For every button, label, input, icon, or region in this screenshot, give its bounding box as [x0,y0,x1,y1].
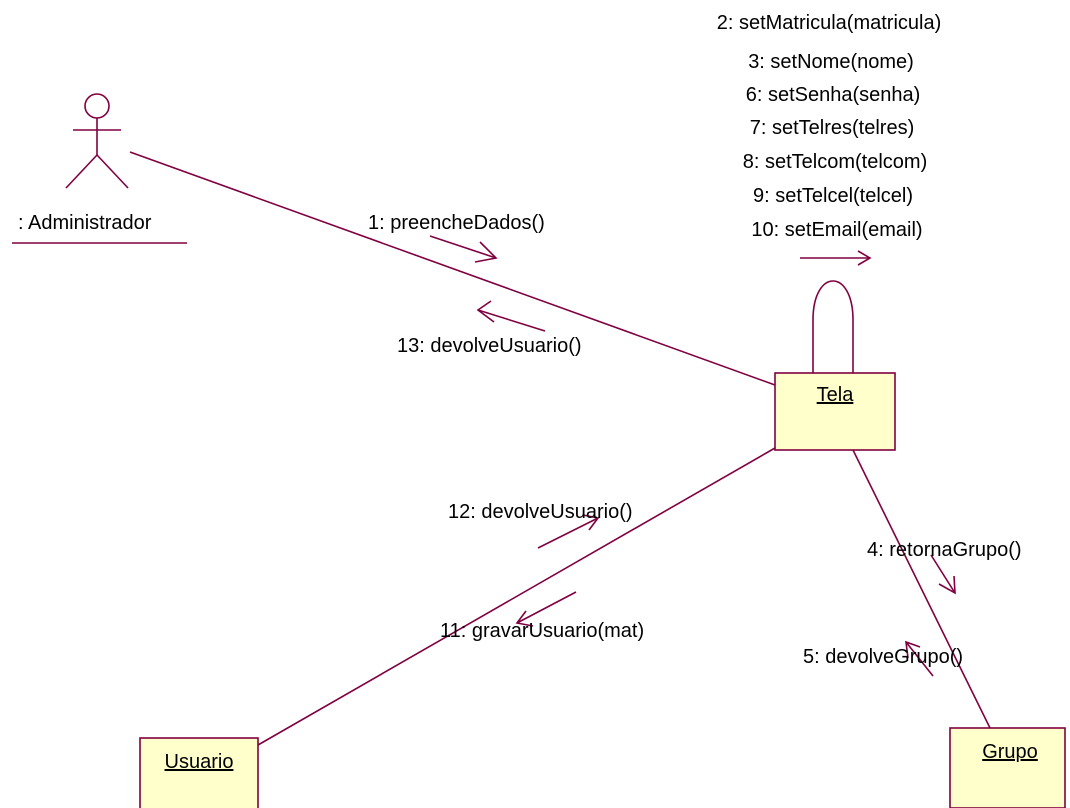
object-tela-box [774,372,896,451]
object-usuario[interactable]: Usuario [139,737,259,808]
object-grupo[interactable]: Grupo [949,727,1066,808]
link-administrador-tela[interactable] [129,151,776,386]
arrow-m1 [429,235,498,263]
arrow-self-messages [800,250,872,266]
links [129,151,991,746]
arrow-m12 [537,514,600,549]
link-tela-usuario[interactable] [257,447,776,746]
message-label-12: 12: devolveUsuario() [448,501,633,523]
message-label-7: 7: setTelres(telres) [750,117,915,139]
administrador-actor[interactable]: : Administrador [12,93,187,244]
self-link-tela[interactable] [812,280,854,383]
actor-label: : Administrador [18,212,152,234]
message-label-9: 9: setTelcel(telcel) [753,185,913,207]
message-label-2: 2: setMatricula(matricula) [717,12,942,34]
message-label-10: 10: setEmail(email) [751,219,922,241]
object-tela-label: Tela [817,384,855,406]
object-grupo-box [949,727,1066,808]
link-tela-grupo[interactable] [851,447,991,729]
message-arrows [429,235,956,677]
message-label-6: 6: setSenha(senha) [746,84,921,106]
object-tela[interactable]: Tela [774,372,896,451]
object-usuario-label: Usuario [165,751,234,773]
message-label-3: 3: setNome(nome) [748,51,914,73]
message-label-13: 13: devolveUsuario() [397,335,582,357]
object-grupo-label: Grupo [982,741,1038,763]
arrow-m4 [930,554,956,595]
message-label-4: 4: retornaGrupo() [867,539,1022,561]
message-label-5: 5: devolveGrupo() [803,646,963,668]
stick-figure-actor-icon [65,93,129,189]
message-label-8: 8: setTelcom(telcom) [743,151,928,173]
object-usuario-box [139,737,259,808]
arrow-m11 [515,591,577,627]
self-message-labels: 2: setMatricula(matricula) 3: setNome(no… [717,12,942,241]
arrow-m5 [905,640,934,677]
message-label-1: 1: preencheDados() [368,212,545,234]
arrow-m13 [476,300,546,332]
message-label-11: 11: gravarUsuario(mat) [440,620,644,642]
